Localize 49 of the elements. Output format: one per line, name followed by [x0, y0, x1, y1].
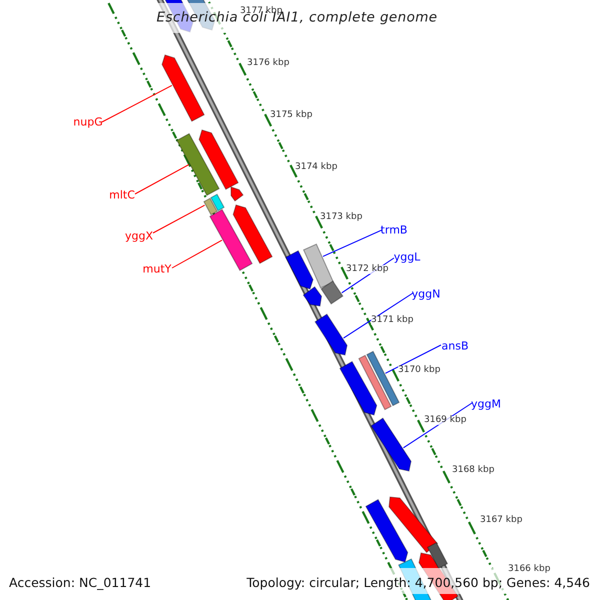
genome-info-text: Topology: circular; Length: 4,700,560 bp; Genes: 4,546	[246, 577, 590, 590]
gene-feature	[314, 314, 348, 356]
gene-feature	[230, 186, 244, 202]
gene-bar	[176, 132, 220, 196]
gene-feature	[365, 498, 408, 563]
accession-text: Accession: NC_011741	[9, 577, 152, 590]
scale-label: 3171 kbp	[371, 316, 414, 325]
gene-bar	[209, 208, 253, 272]
gene-feature	[370, 417, 412, 472]
gene-label: yggM	[471, 398, 501, 410]
gene-label: trmB	[380, 224, 408, 236]
leader-line	[343, 292, 414, 339]
leader-line	[172, 240, 222, 268]
gene-feature	[302, 286, 322, 307]
gene-label: mutY	[142, 264, 172, 274]
gene-feature	[198, 129, 239, 190]
gene-bar	[302, 243, 334, 289]
scale-label: 3168 kbp	[452, 466, 494, 475]
scale-label: 3174 kbp	[295, 163, 338, 172]
scale-label: 3172 kbp	[346, 265, 388, 274]
scale-label: 3169 kbp	[424, 416, 466, 425]
gene-bar	[203, 198, 218, 216]
gene-label: ansB	[442, 340, 468, 352]
gene-label: yggX	[125, 230, 153, 242]
gene-bar	[358, 354, 392, 410]
gene-bar	[426, 542, 448, 569]
gene-bar	[366, 350, 400, 406]
scale-label: 3167 kbp	[480, 516, 522, 525]
leader-line	[134, 164, 190, 194]
gene-label: yggL	[394, 252, 420, 262]
scale-label: 3173 kbp	[320, 213, 362, 222]
leader-line	[322, 230, 382, 257]
gene-feature	[162, 54, 205, 122]
scale-label: 3176 kbp	[247, 59, 290, 68]
gene-label: nupG	[73, 116, 103, 128]
leader-line	[102, 84, 172, 122]
gene-feature	[285, 250, 314, 290]
gene-feature	[388, 496, 438, 554]
scale-label: 3175 kbp	[270, 111, 312, 120]
scale-label: 3166 kbp	[508, 565, 550, 574]
gene-label: mltC	[109, 190, 135, 200]
gene-bar	[210, 194, 225, 212]
gene-feature	[339, 360, 378, 416]
gene-feature	[232, 204, 273, 264]
leader-line	[384, 344, 442, 374]
scale-label: 3170 kbp	[398, 366, 440, 375]
gene-label: yggN	[412, 288, 440, 300]
gene-bar	[320, 280, 344, 305]
leader-line	[152, 204, 206, 234]
